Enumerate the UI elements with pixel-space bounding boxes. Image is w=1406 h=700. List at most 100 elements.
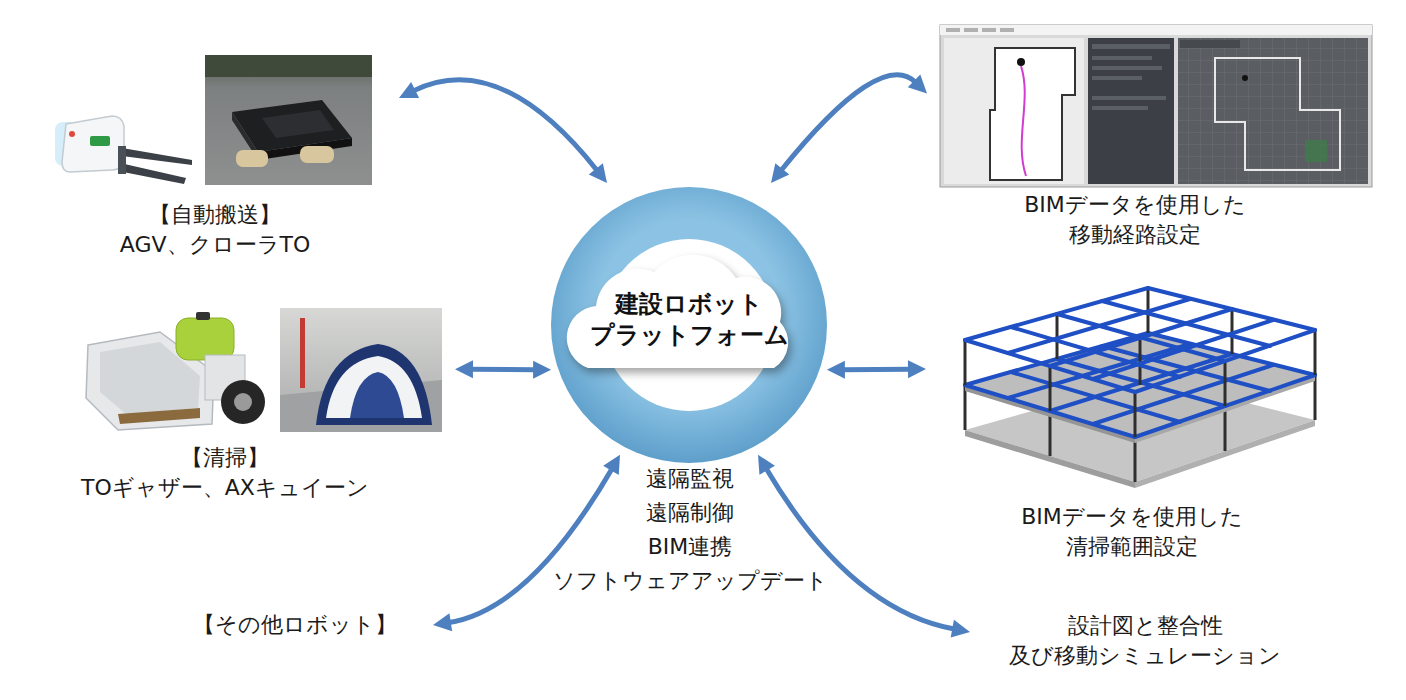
svg-rect [1092,44,1170,49]
bim-function: BIMデータを使用した 清掃範囲設定 [950,280,1325,570]
svg-path [1224,406,1227,451]
svg-path [1021,66,1026,176]
svg-circle [1242,75,1248,81]
text-line: プラットフォーム [590,320,789,351]
svg-circle [1017,58,1025,66]
caption-block: 【清掃】TOギャザー、AXキュイーン [81,443,369,502]
text-line: BIMデータを使用した [1024,190,1246,220]
svg-path [964,385,967,430]
arrow-head [908,74,927,93]
platform-circle: 建設ロボット プラットフォーム [550,186,828,464]
connector-arrow [433,455,620,631]
cleaner-photo [280,308,442,432]
connector-arrow [399,80,607,183]
svg-path [262,110,334,138]
arrow-head [433,613,452,631]
agv-forklift-picture [55,116,192,184]
svg-rect [944,38,1084,184]
feature-label: ソフトウェアアップデート [549,568,832,594]
svg-rect [118,146,126,174]
svg-rect [1092,76,1142,80]
svg-path [1134,437,1137,482]
text-line: 及び移動シミュレーション [1009,641,1281,671]
arrow-head [951,620,970,638]
svg-path [567,255,788,368]
connector-arrow [771,74,927,183]
feature-label: BIM連携 [644,534,737,560]
caption-text: TOギャザー、AXキュイーン [81,473,369,503]
connector-line [471,367,535,372]
svg-path [1049,366,1052,411]
svg-rect [1000,28,1014,32]
svg-rect [1178,38,1368,184]
text-line: 建設ロボット [590,289,789,320]
svg-rect [1092,96,1166,100]
svg-circle [234,393,252,411]
feature-label: 遠隔監視 [642,466,738,492]
group-heading: 【清掃】 [81,443,369,473]
svg-rect [1092,56,1152,60]
svg-rect [1092,106,1148,110]
svg-path [326,356,422,418]
feature-label: 遠隔制御 [642,500,738,526]
connector-line [413,80,597,171]
arrow-head [771,163,789,183]
text-line: AGV、クローラTO [120,230,311,260]
svg-circle [551,187,827,463]
bim-function: 設計図と整合性 及び移動シミュレーション [1000,606,1290,680]
robot-group: 【清掃】TOギャザー、AXキュイーン [73,303,445,510]
robot-group: 【自動搬送】AGV、クローラTO [50,50,385,268]
svg-path [1314,330,1317,375]
svg-rect [280,308,442,432]
arrow-head [758,455,775,475]
svg-path [964,340,967,385]
text-line: TOギャザー、AXキュイーン [81,473,369,503]
route-screenshot [940,25,1372,187]
caption-block: BIMデータを使用した 清掃範囲設定 [1021,502,1243,561]
svg-circle [69,131,75,137]
svg-use [965,288,1315,392]
svg-rect [236,150,268,167]
svg-path [122,148,192,165]
robot-group: 【その他ロボット】 [185,605,405,645]
connector-arrow [758,455,970,638]
svg-rect [964,28,978,32]
svg-path [118,163,186,184]
caption-block: BIMデータを使用した 移動経路設定 [1024,190,1246,249]
arrow-head [399,82,419,98]
svg-circle [221,380,265,424]
text-line: 【自動搬送】 [120,200,311,230]
bim-function: BIMデータを使用した 移動経路設定 [935,22,1377,260]
text-line: 移動経路設定 [1024,220,1246,250]
text-line: BIMデータを使用した [1021,502,1243,532]
caption-text: 建設ロボット プラットフォーム [590,289,789,351]
svg-path [62,116,124,172]
caption-text: 設計図と整合性 及び移動シミュレーション [1009,611,1281,670]
group-heading: 【自動搬送】 [120,200,311,230]
text-line: 遠隔制御 [646,500,734,526]
svg-rect [1088,38,1174,184]
arrow-head [908,360,926,378]
svg-rect [300,146,334,163]
connector-arrow [827,360,926,378]
svg-polygon [1215,58,1340,170]
arrow-head [827,361,845,379]
text-line: 清掃範囲設定 [1021,532,1243,562]
svg-g [965,288,1315,437]
svg-path [350,372,404,418]
caption-block: 【自動搬送】AGV、クローラTO [120,200,311,259]
caption-text: BIMデータを使用した 移動経路設定 [1024,190,1246,249]
svg-rect [90,136,110,146]
arrow-head [589,163,607,183]
svg-rect [205,55,372,77]
text-line: 【清掃】 [81,443,369,473]
svg-rect [1092,66,1162,70]
svg-path [316,344,432,425]
svg-rect [946,28,960,32]
svg-rect [300,318,305,388]
bim-frame-model [965,288,1315,488]
text-line: 遠隔監視 [646,466,734,492]
text-line: 設計図と整合性 [1009,611,1281,641]
